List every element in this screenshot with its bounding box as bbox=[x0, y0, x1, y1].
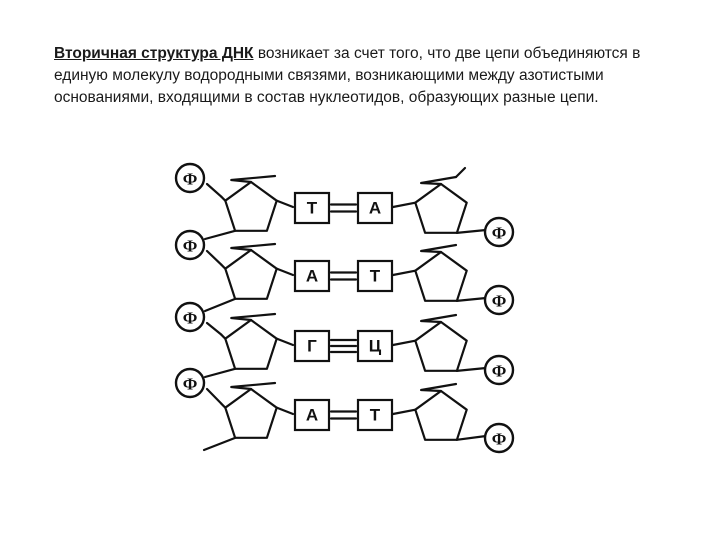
base-left-letter: Т bbox=[307, 199, 318, 218]
right-c4-c5 bbox=[420, 243, 458, 254]
base-right-letter: Т bbox=[370, 267, 381, 286]
right-glycosidic-bond bbox=[391, 201, 417, 209]
right-glycosidic-bond bbox=[391, 269, 417, 277]
left-backbone-bond bbox=[202, 436, 237, 452]
left-strand: Ф Ф Ф Ф bbox=[174, 162, 295, 452]
right-phosphate-link bbox=[455, 296, 488, 302]
right-phosphate-circle bbox=[483, 354, 515, 386]
left-sugar-pentagon bbox=[224, 248, 278, 300]
right-glycosidic-bond bbox=[391, 339, 417, 347]
right-phosphate-circle bbox=[483, 422, 515, 454]
base-right-letter: Ц bbox=[369, 337, 382, 356]
left-phosphate-link bbox=[205, 387, 223, 405]
left-sugar-pentagon bbox=[224, 318, 278, 370]
left-backbone-bond bbox=[203, 229, 237, 241]
right-sugar-pentagon bbox=[414, 182, 468, 234]
left-c4-c5 bbox=[230, 381, 277, 391]
base-left-letter: А bbox=[306, 267, 318, 286]
left-glycosidic-bond bbox=[275, 267, 295, 277]
right-phosphate-label: Ф bbox=[492, 292, 507, 311]
right-phosphate-link bbox=[455, 366, 488, 372]
right-phosphate-label: Ф bbox=[492, 362, 507, 381]
left-phosphate-label: Ф bbox=[183, 237, 198, 256]
base-right-box bbox=[356, 259, 394, 293]
left-backbone-bond bbox=[203, 297, 237, 313]
right-phosphate-label: Ф bbox=[492, 224, 507, 243]
left-glycosidic-bond bbox=[275, 406, 295, 416]
base-left-box bbox=[293, 329, 331, 363]
left-phosphate-link bbox=[205, 182, 223, 198]
base-right-letter: Т bbox=[370, 406, 381, 425]
left-c5-link bbox=[220, 263, 227, 270]
left-glycosidic-bond bbox=[275, 337, 295, 347]
right-phosphate-circle bbox=[483, 216, 515, 248]
left-phosphate-circle bbox=[174, 301, 206, 333]
base-left-box bbox=[293, 259, 331, 293]
base-right-box bbox=[356, 329, 394, 363]
left-sugar-pentagon bbox=[224, 180, 278, 232]
left-c4-c5 bbox=[230, 312, 277, 322]
base-left-box bbox=[293, 398, 331, 432]
right-c4-c5 bbox=[420, 382, 458, 393]
right-phosphate-circle bbox=[483, 284, 515, 316]
left-phosphate-link bbox=[205, 249, 223, 266]
base-right-box bbox=[356, 398, 394, 432]
right-phosphate-link bbox=[455, 228, 488, 234]
left-backbone-bond bbox=[203, 367, 237, 379]
base-right-letter: А bbox=[369, 199, 381, 218]
left-phosphate-label: Ф bbox=[183, 170, 198, 189]
term-secondary-structure: Вторичная структура ДНК bbox=[54, 45, 254, 62]
right-sugar-pentagon bbox=[414, 389, 468, 441]
right-phosphate-label: Ф bbox=[492, 430, 507, 449]
right-glycosidic-bond bbox=[391, 408, 417, 416]
left-phosphate-circle bbox=[174, 229, 206, 261]
base-left-letter: Г bbox=[307, 337, 317, 356]
left-sugar-pentagon bbox=[224, 387, 278, 439]
description-paragraph: Вторичная структура ДНК возникает за сче… bbox=[54, 43, 674, 109]
left-c4-c5 bbox=[230, 242, 277, 252]
left-c5-link bbox=[220, 402, 227, 409]
left-glycosidic-bond bbox=[275, 199, 295, 209]
left-c4-c5 bbox=[230, 174, 277, 184]
right-c4-c5 bbox=[420, 175, 458, 186]
base-pairs: Т А А Т Г Ц А Т bbox=[293, 191, 394, 432]
base-left-letter: А bbox=[306, 406, 318, 425]
left-c5-link bbox=[220, 195, 227, 202]
right-sugar-pentagon bbox=[414, 250, 468, 302]
left-phosphate-circle bbox=[174, 367, 206, 399]
right-strand: Ф Ф Ф Ф bbox=[391, 166, 515, 454]
base-right-box bbox=[356, 191, 394, 225]
base-left-box bbox=[293, 191, 331, 225]
right-c4-c5 bbox=[420, 313, 458, 324]
left-phosphate-circle bbox=[174, 162, 206, 194]
left-phosphate-label: Ф bbox=[183, 375, 198, 394]
left-phosphate-link bbox=[205, 321, 223, 336]
description-text: возникает за счет того, что две цепи объ… bbox=[54, 45, 641, 106]
right-sugar-pentagon bbox=[414, 320, 468, 372]
right-strand-tail bbox=[454, 166, 467, 179]
left-phosphate-label: Ф bbox=[183, 309, 198, 328]
right-phosphate-link bbox=[455, 434, 488, 441]
left-c5-link bbox=[220, 333, 227, 340]
